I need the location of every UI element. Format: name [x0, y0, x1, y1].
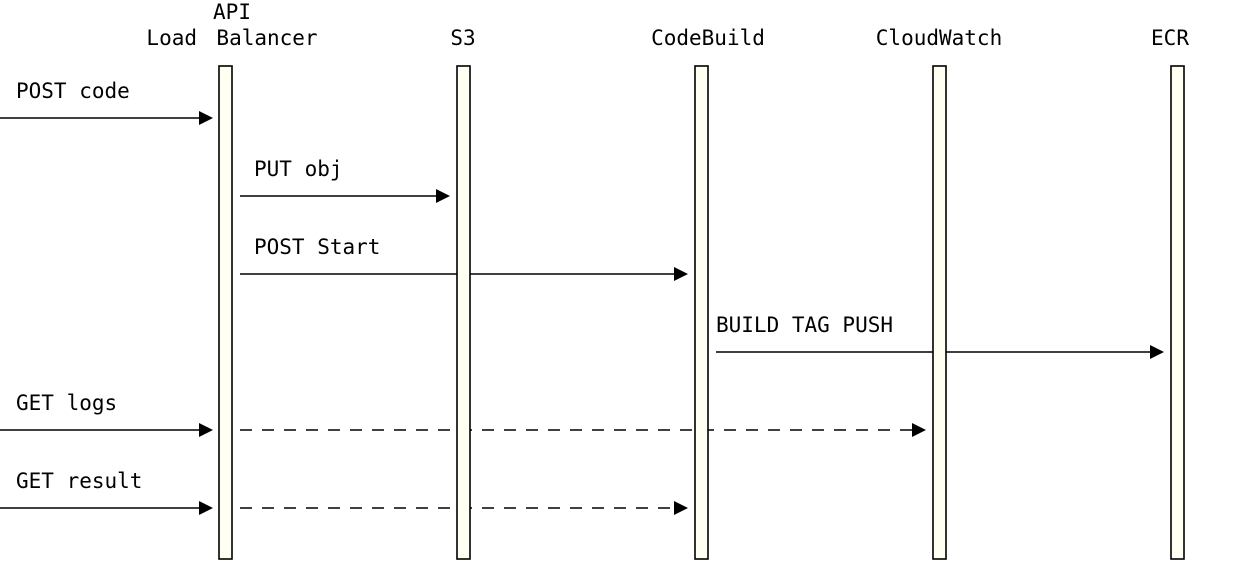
- participant-label-api-line2: Balancer: [216, 26, 317, 50]
- message-put-obj: [240, 189, 450, 203]
- messages: [0, 111, 1164, 515]
- message-label-get-result: GET result: [16, 469, 142, 493]
- participant-label-codebuild: CodeBuild: [651, 26, 765, 50]
- arrowhead: [674, 501, 688, 515]
- arrowhead: [199, 501, 213, 515]
- message-post-code: [0, 111, 213, 125]
- lifeline-s3: [456, 65, 471, 560]
- lifeline-codebuild: [694, 65, 709, 560]
- message-label-post-start: POST Start: [254, 235, 380, 259]
- participant-labels: Load API Balancer S3 CodeBuild CloudWatc…: [146, 0, 1189, 50]
- arrowhead: [436, 189, 450, 203]
- participant-label-ecr: ECR: [1151, 26, 1189, 50]
- arrowhead: [199, 423, 213, 437]
- message-get-logs: [0, 423, 926, 437]
- message-get-result: [0, 501, 688, 515]
- arrowhead: [1150, 345, 1164, 359]
- participant-label-s3: S3: [450, 26, 475, 50]
- lifeline-ecr: [1170, 65, 1185, 560]
- arrowhead: [912, 423, 926, 437]
- participant-label-cloudwatch: CloudWatch: [876, 26, 1002, 50]
- participant-label-load: Load: [146, 26, 197, 50]
- message-label-post-code: POST code: [16, 79, 130, 103]
- lifeline-cloudwatch: [932, 65, 947, 560]
- message-label-build-tag-push: BUILD TAG PUSH: [716, 313, 893, 337]
- arrowhead: [674, 267, 688, 281]
- lifeline-api-balancer: [218, 65, 233, 560]
- lifelines: [218, 65, 1185, 560]
- arrowhead: [199, 111, 213, 125]
- message-label-get-logs: GET logs: [16, 391, 117, 415]
- message-label-put-obj: PUT obj: [254, 157, 343, 181]
- participant-label-api-line1: API: [213, 0, 251, 24]
- message-labels: POST code PUT obj POST Start BUILD TAG P…: [16, 79, 893, 493]
